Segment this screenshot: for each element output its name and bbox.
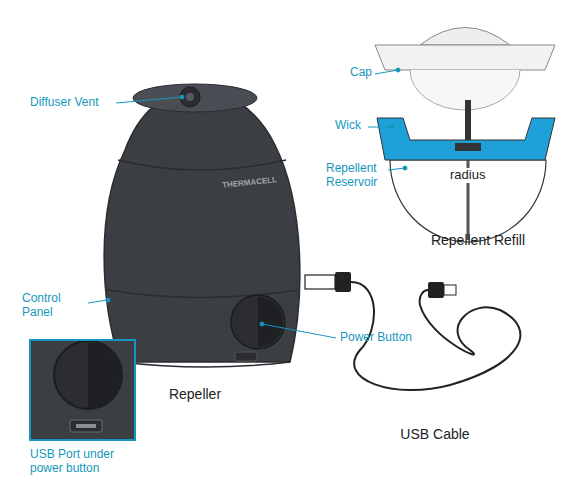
brand-text: radius [448,168,487,183]
repeller-body [104,84,300,367]
part-label: Repellent Reservoir [326,162,392,190]
leader-lines [88,68,407,338]
usb-cable [305,272,520,390]
part-label: Control Panel [22,292,86,320]
usb-port-inset [30,340,135,440]
figure-title: USB Cable [390,426,480,442]
part-label: USB Port under power button [30,448,142,476]
part-label: Power Button [340,331,430,345]
repellent-refill [375,28,555,243]
part-label: Diffuser Vent [30,96,120,110]
part-label: Cap [350,66,380,80]
part-label: Wick [335,119,375,133]
figure-title: Repeller [160,386,230,402]
figure-title: Repellent Refill [428,232,528,248]
